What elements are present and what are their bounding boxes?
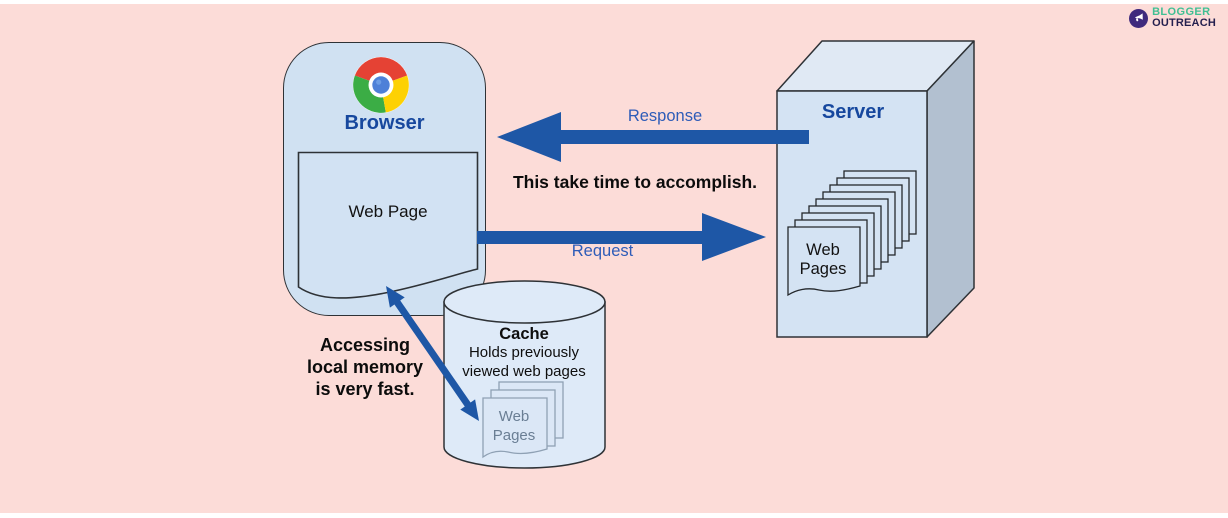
megaphone-icon — [1129, 8, 1149, 28]
cache-subtitle: Holds previously viewed web pages — [462, 344, 586, 380]
logo-line1: BLOGGER — [1152, 6, 1211, 18]
cache-double-arrow-icon — [386, 286, 479, 421]
bottom-white-strip — [0, 513, 1228, 518]
server-pages-stack — [787, 170, 917, 297]
server-node — [776, 40, 975, 338]
logo-line2: OUTREACH — [1152, 17, 1216, 29]
fast-note: Accessing local memory is very fast. — [306, 335, 424, 399]
blogger-outreach-logo: BLOGGER OUTREACH — [1129, 7, 1216, 29]
server-title: Server — [821, 101, 885, 123]
webpage-document-shape — [297, 151, 479, 299]
top-white-strip — [0, 0, 1228, 4]
response-arrow-icon — [497, 112, 809, 162]
cache-pages-stack — [482, 381, 564, 459]
chrome-icon — [352, 56, 410, 114]
request-label: Request — [571, 242, 634, 260]
cache-pages-label: Web Pages — [492, 408, 536, 444]
request-arrow-icon — [477, 213, 766, 261]
slow-note: This take time to accomplish. — [512, 172, 758, 192]
server-pages-label: Web Pages — [799, 241, 847, 278]
cache-cylinder — [443, 280, 606, 469]
cache-title: Cache — [499, 325, 549, 343]
response-label: Response — [627, 107, 703, 125]
webpage-label: Web Page — [348, 202, 428, 221]
browser-title: Browser — [344, 112, 425, 134]
